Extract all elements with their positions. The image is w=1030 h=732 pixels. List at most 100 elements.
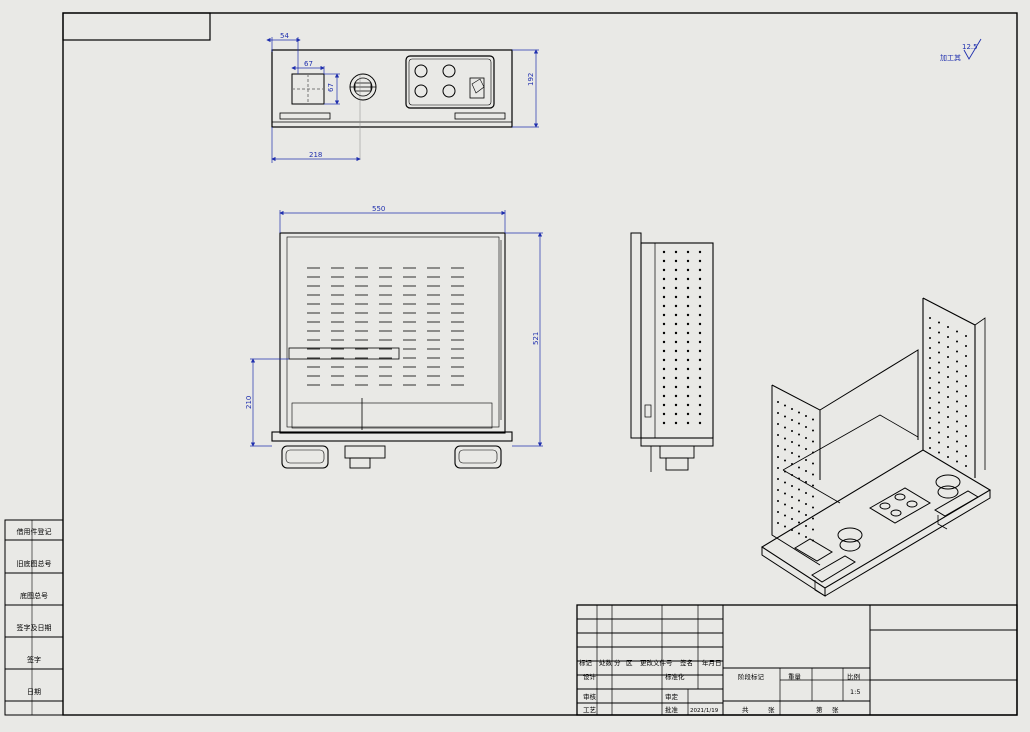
tb-change-doc: 更改文件号 [640,658,673,667]
iso-vent-hole [791,441,793,443]
iso-vent-hole [784,470,786,473]
vent-hole [662,259,666,263]
vent-hole [686,421,690,425]
iso-vent-hole [938,421,940,424]
dim-550: 550 [372,205,385,213]
iso-vent-hole [798,466,800,469]
iso-vent-hole [812,484,814,487]
vent-hole [686,304,690,308]
vent-hole [674,403,678,407]
vent-hole [662,367,666,371]
vent-hole [686,340,690,344]
iso-vent-hole [956,380,958,383]
vent-hole [662,340,666,344]
vent-hole [698,403,702,407]
strip-label-1: 借用件登记 [17,527,52,536]
iso-vent-hole [812,517,814,520]
iso-vent-hole [784,492,786,495]
vent-hole [674,385,678,389]
iso-vent-hole [965,335,967,337]
iso-vent-hole [938,381,940,384]
iso-vent-hole [805,426,807,428]
iso-vent-hole [947,346,949,348]
iso-vent-hole [805,481,807,483]
tb-number: 第 [816,705,823,714]
surface-note-label: 加工其 [940,53,961,62]
vent-hole [674,358,678,362]
vent-hole [674,421,678,425]
vent-hole [686,394,690,398]
iso-vent-hole [812,506,814,509]
iso-vent-hole [805,492,807,494]
vent-hole [674,259,678,263]
iso-vent-hole [956,400,958,403]
iso-vent-hole [805,470,807,472]
tb-scale-label: 比例 [847,672,860,681]
iso-vent-hole [947,356,949,358]
vent-hole [662,250,666,254]
iso-vent-hole [947,406,949,408]
iso-vent-hole [929,427,931,429]
vent-hole [686,376,690,380]
vent-hole [686,385,690,389]
vent-hole [698,367,702,371]
iso-vent-hole [929,377,931,379]
iso-vent-hole [956,370,958,373]
tb-mark: 标记 [579,658,593,667]
iso-vent-hole [956,350,958,353]
iso-vent-hole [798,532,800,535]
iso-vent-hole [777,511,779,513]
iso-vent-hole [938,431,940,434]
strip-label-6: 日期 [27,688,41,696]
tb-date: 年月日 [702,658,722,667]
tb-qu: 区 [626,659,633,667]
iso-vent-hole [777,522,779,524]
iso-vent-hole [798,488,800,491]
iso-vent-hole [784,437,786,440]
iso-vent-hole [947,326,949,328]
front-view [271,232,513,469]
iso-vent-hole [791,496,793,498]
iso-vent-hole [929,317,931,319]
vent-hole [698,259,702,263]
vent-hole [698,277,702,281]
left-strip: 借用件登记 旧底图总号 底图总号 签字及日期 签字 日期 [4,519,64,716]
iso-vent-hole [947,376,949,378]
vent-hole [698,295,702,299]
iso-vent-hole [965,355,967,357]
iso-vent-hole [777,412,779,414]
vent-hole [698,412,702,416]
iso-vent-hole [777,456,779,458]
surface-roughness-value: 12.5 [962,43,978,51]
vent-hole [662,385,666,389]
vent-hole [674,331,678,335]
iso-vent-hole [938,331,940,334]
iso-vent-hole [929,437,931,439]
iso-vent-hole [965,435,967,437]
iso-vent-hole [947,416,949,418]
iso-vent-hole [798,521,800,524]
vent-hole [686,331,690,335]
iso-vent-hole [947,446,949,448]
iso-vent-hole [938,411,940,414]
vent-hole [662,268,666,272]
tb-count: 处数 [599,658,613,667]
vent-hole [698,268,702,272]
vent-hole [686,295,690,299]
iso-vent-hole [791,529,793,531]
tb-process: 工艺 [583,706,597,714]
iso-vent-hole [812,429,814,432]
vent-hole [662,358,666,362]
vent-hole [686,268,690,272]
vent-hole [674,268,678,272]
iso-vent-hole [938,371,940,374]
iso-vent-hole [947,426,949,428]
vent-hole [674,322,678,326]
iso-vent-hole [777,434,779,436]
iso-vent-hole [965,365,967,367]
iso-vent-hole [791,408,793,410]
iso-vent-hole [929,447,931,449]
iso-vent-hole [929,397,931,399]
